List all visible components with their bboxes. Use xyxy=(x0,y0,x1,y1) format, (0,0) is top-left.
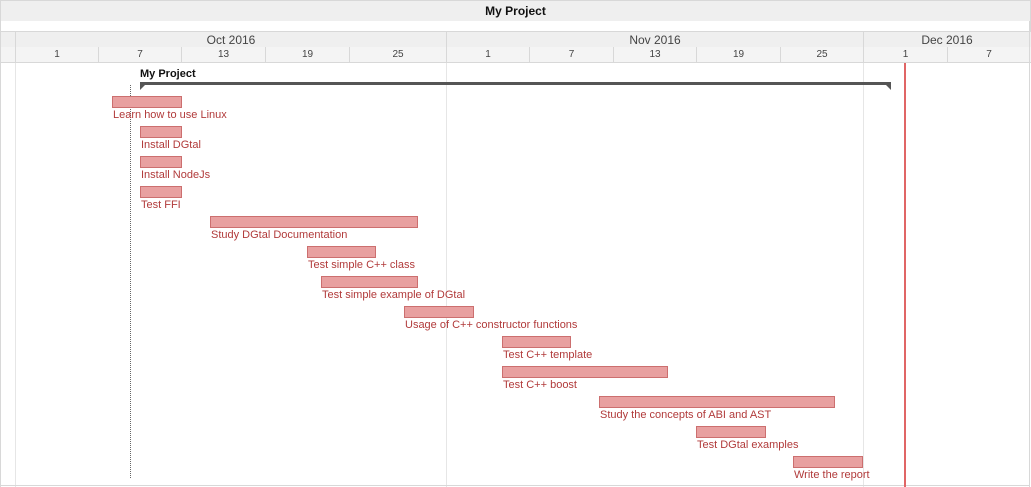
month-gutter xyxy=(0,32,15,47)
task-bar[interactable] xyxy=(140,186,182,198)
day-header-row: 1 7 13 19 25 1 7 13 19 25 1 7 xyxy=(0,47,1031,63)
border-bottom xyxy=(0,485,1030,486)
task-label: Test C++ boost xyxy=(503,379,577,391)
task-label: Install NodeJs xyxy=(141,169,211,181)
task-bar[interactable] xyxy=(599,396,835,408)
day-tick: 25 xyxy=(349,47,446,62)
task-label: Usage of C++ constructor functions xyxy=(405,319,578,331)
task-bar[interactable] xyxy=(793,456,863,468)
summary-left-cap xyxy=(140,85,145,90)
task-bar[interactable] xyxy=(321,276,418,288)
day-tick: 1 xyxy=(15,47,98,62)
task-label: Study DGtal Documentation xyxy=(211,229,348,241)
task-label: Test simple example of DGtal xyxy=(322,289,466,301)
month-dec: Dec 2016 xyxy=(863,32,1030,47)
day-tick: 7 xyxy=(98,47,181,62)
month-header-row: Oct 2016 Nov 2016 Dec 2016 xyxy=(0,31,1031,48)
task-label: Learn how to use Linux xyxy=(113,109,227,121)
chart-title: My Project xyxy=(0,0,1031,22)
plot-area xyxy=(0,63,1031,487)
task-label: Test DGtal examples xyxy=(697,439,799,451)
task-bar[interactable] xyxy=(140,126,182,138)
border-right xyxy=(1029,21,1030,487)
day-tick: 13 xyxy=(181,47,265,62)
task-bar[interactable] xyxy=(502,366,668,378)
day-tick: 19 xyxy=(265,47,349,62)
header-spacer xyxy=(0,21,1031,31)
border-left xyxy=(0,21,1,487)
task-bar[interactable] xyxy=(140,156,182,168)
task-label: Test FFI xyxy=(141,199,181,211)
day-tick: 1 xyxy=(863,47,947,62)
project-summary-label: My Project xyxy=(140,68,196,80)
task-bar[interactable] xyxy=(112,96,182,108)
task-label: Study the concepts of ABI and AST xyxy=(600,409,772,421)
task-label: Install DGtal xyxy=(141,139,201,151)
task-bar[interactable] xyxy=(502,336,571,348)
day-tick: 1 xyxy=(446,47,529,62)
task-label: Test simple C++ class xyxy=(308,259,415,271)
day-gutter xyxy=(0,47,15,62)
day-tick: 7 xyxy=(947,47,1030,62)
day-tick: 25 xyxy=(780,47,863,62)
project-start-marker xyxy=(130,85,131,478)
day-tick: 19 xyxy=(696,47,780,62)
gridline xyxy=(863,63,864,487)
project-summary-bar[interactable] xyxy=(140,82,891,85)
task-label: Write the report xyxy=(794,469,870,481)
month-nov: Nov 2016 xyxy=(446,32,863,47)
gridline xyxy=(446,63,447,487)
task-bar[interactable] xyxy=(404,306,474,318)
task-bar[interactable] xyxy=(696,426,766,438)
day-tick: 13 xyxy=(613,47,696,62)
day-tick: 7 xyxy=(529,47,613,62)
month-oct: Oct 2016 xyxy=(15,32,446,47)
gridline xyxy=(15,63,16,487)
today-marker xyxy=(904,63,906,487)
summary-right-cap xyxy=(886,85,891,90)
task-bar[interactable] xyxy=(307,246,376,258)
task-bar[interactable] xyxy=(210,216,418,228)
task-label: Test C++ template xyxy=(503,349,593,361)
